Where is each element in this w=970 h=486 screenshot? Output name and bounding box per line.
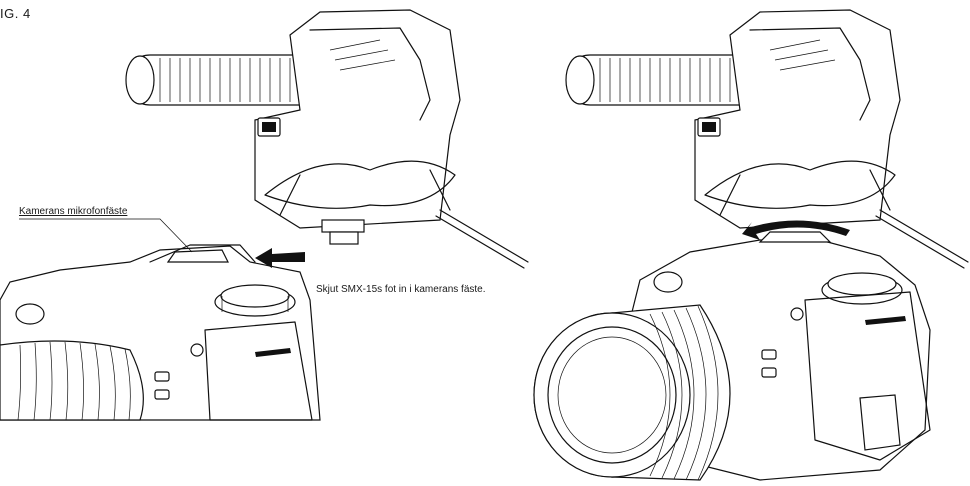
figure-label: IG. 4	[0, 6, 31, 21]
camera-mount-callout: Kamerans mikrofonfäste	[19, 206, 128, 217]
left-microphone-illustration	[125, 9, 529, 269]
left-camera-illustration	[0, 218, 321, 421]
right-microphone-illustration	[565, 9, 969, 269]
step-caption: Skjut SMX-15s fot in i kamerans fäste.	[316, 284, 486, 295]
right-camera-illustration	[533, 231, 931, 481]
